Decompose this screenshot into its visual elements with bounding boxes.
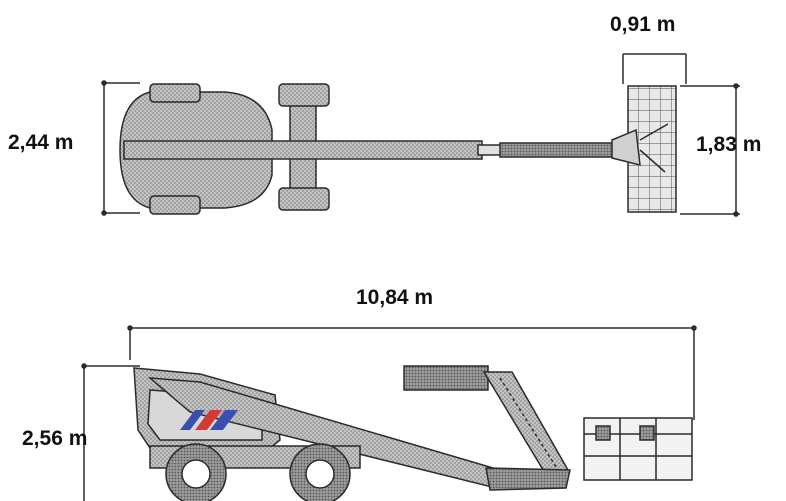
side-view [81,325,697,501]
side-height-dimension-line [81,363,140,501]
platform-width-label: 1,83 m [696,133,762,156]
top-basket-depth-dimension-line [622,53,687,84]
top-rear-wheel-left [149,83,201,103]
top-platform-rotator [611,128,641,166]
machine-width-label: 2,44 m [8,131,74,154]
side-jib-arm [482,371,570,479]
top-boom-mid [477,144,503,156]
side-jib-upper [403,365,489,391]
top-front-wheel-right [278,187,330,211]
side-brand-logo [180,410,238,430]
side-length-dimension-line [127,325,697,420]
top-front-wheel-left [278,83,330,107]
platform-depth-label: 0,91 m [610,13,676,36]
top-rear-wheel-right [149,195,201,215]
top-width-dimension-line [101,80,140,216]
side-boom-tip [485,467,571,491]
top-view [101,53,740,217]
top-boom-main [123,140,483,160]
stowed-height-label: 2,56 m [22,427,88,450]
top-boom-tip [499,142,615,158]
stowed-length-label: 10,84 m [356,286,434,309]
top-basket-width-dimension-line [680,83,740,217]
